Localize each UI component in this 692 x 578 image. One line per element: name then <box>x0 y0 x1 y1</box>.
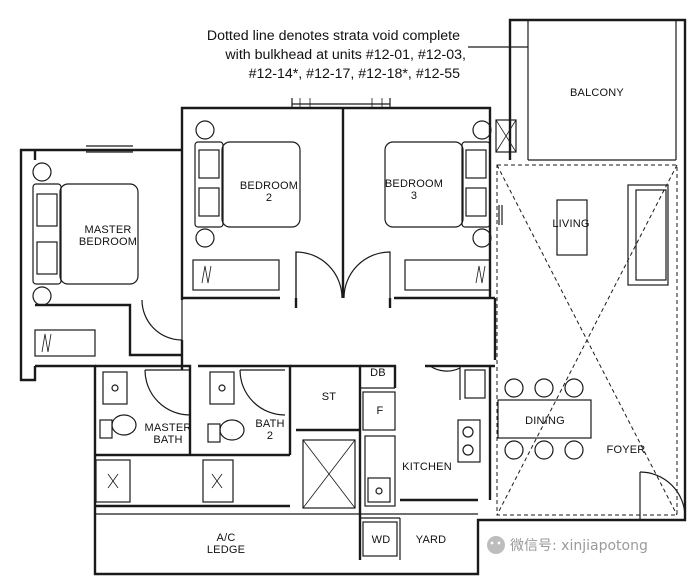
label-bedroom-3-line1: BEDROOM <box>385 178 443 190</box>
label-wd: WD <box>372 534 391 546</box>
master-bath-fixtures <box>95 371 137 503</box>
label-bath-2-line2: 2 <box>267 430 273 442</box>
note-line-2: with bulkhead at units #12-01, #12-03, <box>224 47 466 63</box>
bath-2-fixtures <box>202 371 245 503</box>
note-line-3: #12-14*, #12-17, #12-18*, #12-55 <box>249 66 461 82</box>
label-bedroom-2-line1: BEDROOM <box>240 180 298 192</box>
label-master-bath-line1: MASTER <box>144 422 191 434</box>
label-fridge: F <box>377 405 384 417</box>
label-living: LIVING <box>552 218 589 230</box>
outer-walls <box>19 18 687 576</box>
kitchen-fixtures <box>302 369 486 557</box>
label-bedroom-3-line2: 3 <box>411 190 417 202</box>
bedroom-3-furniture <box>384 120 492 291</box>
watermark-text: 微信号: xinjiapotong <box>510 538 648 554</box>
label-yard: YARD <box>416 534 447 546</box>
label-balcony: BALCONY <box>570 87 624 99</box>
watermark: 微信号: xinjiapotong <box>487 536 648 554</box>
label-ac-ledge-line1: A/C <box>217 532 236 544</box>
label-kitchen: KITCHEN <box>402 461 452 473</box>
label-foyer: FOYER <box>607 444 646 456</box>
master-bedroom-furniture <box>32 162 139 357</box>
label-master-bedroom-line2: BEDROOM <box>79 236 137 248</box>
doors <box>141 205 686 520</box>
wechat-icon <box>487 536 505 554</box>
label-master-bath-line2: BATH <box>153 434 182 446</box>
label-store: ST <box>322 391 337 403</box>
bedroom-2-furniture <box>192 120 301 291</box>
label-bedroom-2-line2: 2 <box>266 192 272 204</box>
label-master-bedroom-line1: MASTER <box>84 224 131 236</box>
label-db: DB <box>370 367 386 379</box>
note-line-1: Dotted line denotes strata void complete <box>207 28 460 44</box>
label-dining: DINING <box>525 415 565 427</box>
label-bath-2-line1: BATH <box>255 418 284 430</box>
interior-walls <box>35 108 497 560</box>
living-dining-furniture <box>495 119 678 516</box>
label-ac-ledge-line2: LEDGE <box>207 544 245 556</box>
